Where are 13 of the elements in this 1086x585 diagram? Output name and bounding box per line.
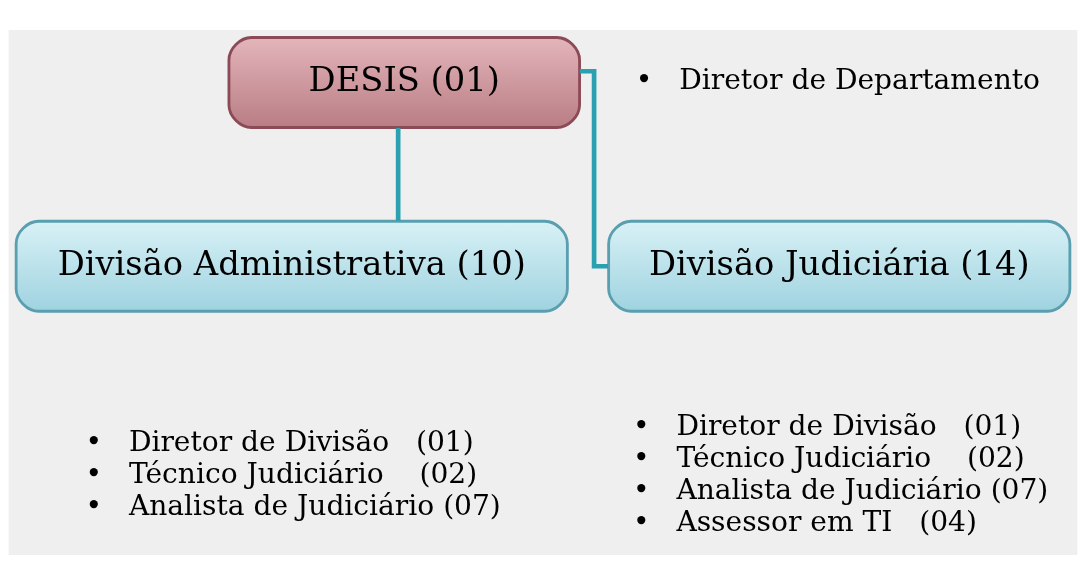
node-label: • Técnico Judiciário (02) [85,456,478,490]
connector [395,127,401,221]
node-label: • Diretor de Divisão (01) [633,409,1022,442]
node-label: • Analista de Judiciário (07) [633,472,1049,506]
node-box: Divisão Judiciária (14) [607,219,1072,313]
node-label: • Diretor de Departamento [635,63,1040,97]
node-label: • Diretor de Divisão (01) [85,424,474,458]
node-box: DESIS (01) [227,36,581,129]
node-label: • Analista de Judiciário (07) [85,488,501,522]
node-label: • Assessor em TI (04) [633,504,977,538]
connector [579,68,608,269]
node-label: • Técnico Judiciário (02) [633,440,1025,474]
node-box: Divisão Administrativa (10) [14,219,569,313]
